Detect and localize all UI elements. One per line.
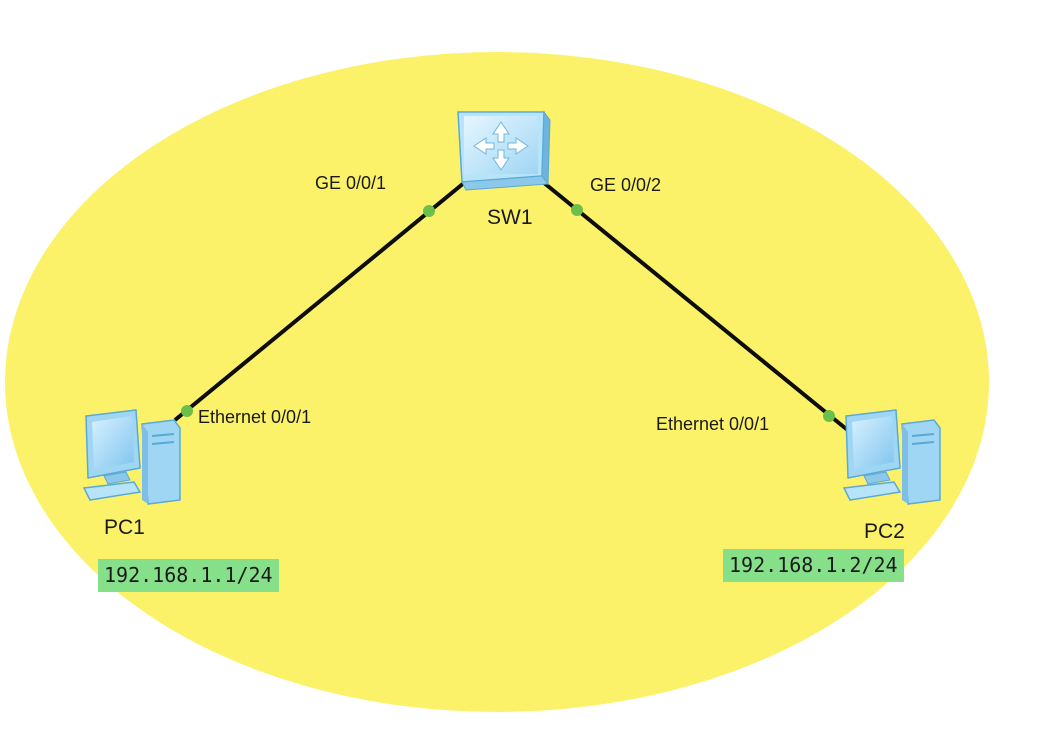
pc1-name-label: PC1 <box>104 516 145 539</box>
switch-icon[interactable] <box>457 110 551 191</box>
pc1-port-label: Ethernet 0/0/1 <box>198 407 312 427</box>
link-sw1-pc2 <box>536 176 852 434</box>
pc2-port-label: Ethernet 0/0/1 <box>656 414 770 434</box>
broadcast-domain-zone <box>5 52 989 712</box>
pc2-ip-address: 192.168.1.2/24 <box>723 549 904 582</box>
pc2-name-label: PC2 <box>864 520 905 543</box>
port-dot-sw1-ge002 <box>571 204 583 216</box>
pc1-ip-address: 192.168.1.1/24 <box>98 559 279 592</box>
port-dot-pc1-eth <box>181 405 193 417</box>
pc-icon[interactable] <box>82 409 181 505</box>
port-dot-sw1-ge001 <box>423 205 435 217</box>
link-sw1-pc1 <box>173 176 472 422</box>
pc-icon[interactable] <box>842 409 941 505</box>
switch-name-label: SW1 <box>487 206 533 229</box>
port-dot-pc2-eth <box>823 410 835 422</box>
switch-port-label-ge001: GE 0/0/1 <box>315 173 387 193</box>
switch-port-label-ge002: GE 0/0/2 <box>590 175 662 195</box>
